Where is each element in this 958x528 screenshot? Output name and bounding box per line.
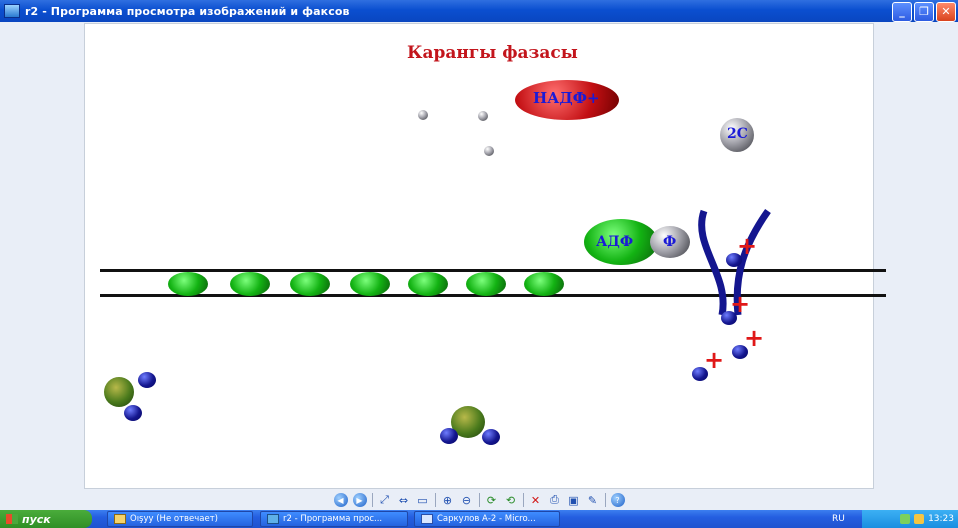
- proton-ion: [692, 367, 708, 381]
- window-title: r2 - Программа просмотра изображений и ф…: [25, 4, 350, 18]
- phosphate-molecule: [650, 226, 690, 258]
- two-c-molecule: [720, 118, 754, 152]
- water-oxygen: [104, 377, 134, 407]
- membrane-protein: [350, 272, 390, 296]
- plus-sign: +: [730, 290, 751, 318]
- membrane-top-line: [100, 269, 886, 272]
- nadf-molecule: [515, 80, 619, 120]
- water-hydrogen: [440, 428, 458, 444]
- proton-ion: [721, 311, 737, 325]
- toolbar-separator: [604, 493, 606, 507]
- start-label: пуск: [22, 512, 51, 526]
- taskbar-item[interactable]: Оışуу (Не отвечает): [107, 511, 253, 527]
- clock: 13:23: [928, 514, 954, 524]
- windows-flag-icon: [6, 514, 18, 524]
- plus-sign: +: [704, 346, 725, 374]
- zoom-in-icon[interactable]: ⊕: [442, 493, 453, 507]
- maximize-button[interactable]: ❐: [914, 2, 934, 22]
- adf-label: АДФ: [596, 234, 634, 250]
- membrane-bottom-line: [100, 294, 886, 297]
- membrane-protein: [466, 272, 506, 296]
- phosphate-label: Ф: [663, 234, 677, 250]
- taskbar-item[interactable]: r2 - Программа прос...: [260, 511, 408, 527]
- window-controls: _ ❐ ✕: [892, 2, 956, 22]
- actual-size-icon[interactable]: ⇔: [398, 493, 409, 507]
- powerpoint-icon: [421, 514, 433, 524]
- taskbar-item-label: Саркулов А-2 - Micro...: [437, 514, 536, 524]
- image-viewer-icon: [267, 514, 279, 524]
- save-icon[interactable]: ▣: [568, 493, 579, 507]
- two-c-label: 2С: [727, 126, 748, 142]
- membrane-protein: [524, 272, 564, 296]
- taskbar-item[interactable]: Саркулов А-2 - Micro...: [414, 511, 560, 527]
- zoom-out-icon[interactable]: ⊖: [461, 493, 472, 507]
- window-titlebar: r2 - Программа просмотра изображений и ф…: [0, 0, 958, 22]
- toolbar-separator: [434, 493, 436, 507]
- network-icon[interactable]: [900, 514, 911, 524]
- taskbar: пуск Оışуу (Не отвечает) r2 - Программа …: [0, 510, 958, 528]
- membrane-protein: [168, 272, 208, 296]
- proton-ion: [726, 253, 742, 267]
- close-button[interactable]: ✕: [936, 2, 956, 22]
- next-image-icon[interactable]: ▶: [352, 493, 367, 507]
- slideshow-icon[interactable]: ▭: [417, 493, 428, 507]
- delete-icon[interactable]: ✕: [530, 493, 541, 507]
- adf-molecule: [584, 219, 658, 265]
- language-indicator[interactable]: RU: [832, 514, 845, 524]
- best-fit-icon[interactable]: ⤢: [380, 493, 389, 506]
- start-button[interactable]: пуск: [0, 510, 92, 528]
- plus-sign: +: [744, 324, 765, 352]
- atp-synthase-channel: [698, 208, 771, 316]
- open-editor-icon[interactable]: ✎: [587, 493, 598, 507]
- viewer-app-icon[interactable]: [4, 4, 20, 18]
- slide-title: Карангы фазасы: [407, 43, 578, 63]
- previous-image-icon[interactable]: ◀: [333, 493, 348, 507]
- water-hydrogen: [124, 405, 142, 421]
- water-hydrogen: [138, 372, 156, 388]
- toolbar-separator: [478, 493, 480, 507]
- channel-right-wall: [733, 208, 771, 316]
- water-hydrogen: [482, 429, 500, 445]
- taskbar-item-label: r2 - Программа прос...: [283, 514, 383, 524]
- taskbar-item-label: Оışуу (Не отвечает): [130, 514, 219, 524]
- electron-particle: [418, 110, 428, 120]
- membrane-protein: [230, 272, 270, 296]
- help-icon[interactable]: ?: [610, 493, 625, 507]
- toolbar-separator: [522, 493, 524, 507]
- membrane-protein: [290, 272, 330, 296]
- channel-left-wall: [698, 209, 727, 316]
- rotate-counterclockwise-icon[interactable]: ⟲: [505, 493, 516, 507]
- tray-app-icon[interactable]: [914, 514, 925, 524]
- minimize-button[interactable]: _: [892, 2, 912, 22]
- print-icon[interactable]: ⎙: [550, 493, 559, 506]
- rotate-clockwise-icon[interactable]: ⟳: [486, 493, 497, 507]
- folder-icon: [114, 514, 126, 524]
- membrane-protein: [408, 272, 448, 296]
- electron-particle: [484, 146, 494, 156]
- toolbar-separator: [371, 493, 373, 507]
- proton-ion: [732, 345, 748, 359]
- electron-particle: [478, 111, 488, 121]
- nadf-label: НАДФ+: [533, 89, 600, 107]
- plus-sign: +: [737, 232, 758, 260]
- viewer-toolbar: ◀ ▶ ⤢ ⇔ ▭ ⊕ ⊖ ⟳ ⟲ ✕ ⎙ ▣ ✎ ?: [0, 490, 958, 510]
- system-tray: 13:23: [862, 510, 958, 528]
